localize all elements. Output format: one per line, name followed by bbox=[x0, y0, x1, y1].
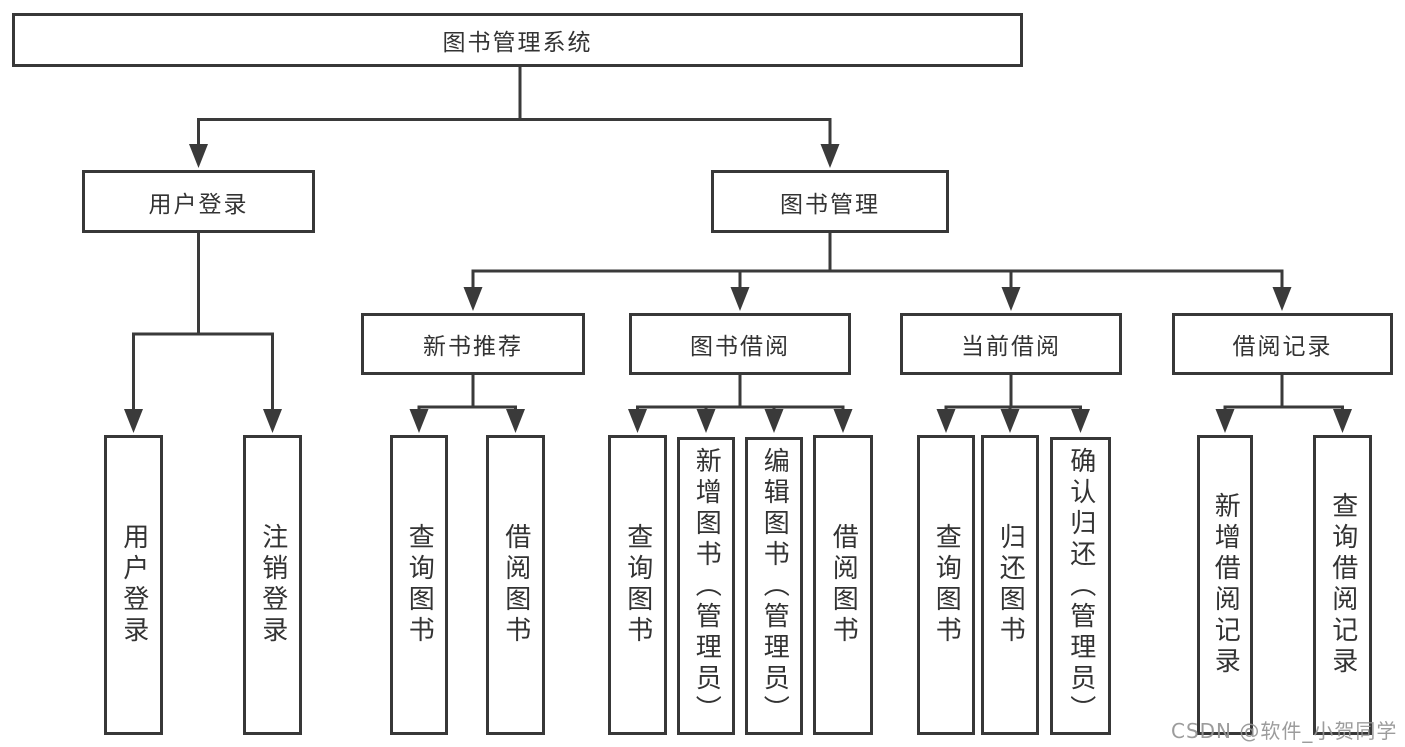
leaf-cb-confirm-return-admin-label: 确认归还（管理员） bbox=[1065, 446, 1096, 726]
node-current-borrow-label: 当前借阅 bbox=[961, 334, 1061, 360]
leaf-bb-query-books-label: 查询图书 bbox=[622, 523, 653, 647]
leaf-bb-edit-books-admin: 编辑图书（管理员） bbox=[745, 437, 803, 735]
leaf-br-add-record-label: 新增借阅记录 bbox=[1210, 492, 1241, 678]
connector-root-to-level2 bbox=[189, 66, 840, 168]
csdn-watermark: CSDN @软件_小贺同学 bbox=[1171, 719, 1398, 743]
leaf-br-query-record: 查询借阅记录 bbox=[1313, 435, 1372, 735]
leaf-logout: 注销登录 bbox=[243, 435, 302, 735]
node-current-borrow: 当前借阅 bbox=[900, 313, 1122, 375]
connector-user-login-to-leaves bbox=[124, 233, 282, 433]
node-new-book-recommend-label: 新书推荐 bbox=[423, 334, 523, 360]
connector-current-borrow-to-leaves bbox=[936, 375, 1090, 433]
node-new-book-recommend: 新书推荐 bbox=[361, 313, 585, 375]
leaf-nbr-borrow-books: 借阅图书 bbox=[486, 435, 545, 735]
node-root-label: 图书管理系统 bbox=[442, 30, 593, 56]
leaf-logout-label: 注销登录 bbox=[257, 523, 288, 647]
leaf-bb-borrow-books: 借阅图书 bbox=[813, 435, 873, 735]
node-borrow-records: 借阅记录 bbox=[1172, 313, 1393, 375]
leaf-cb-return-books: 归还图书 bbox=[981, 435, 1039, 735]
leaf-nbr-borrow-books-label: 借阅图书 bbox=[500, 523, 531, 647]
leaf-bb-add-books-admin-label: 新增图书（管理员） bbox=[691, 446, 722, 726]
leaf-cb-return-books-label: 归还图书 bbox=[995, 523, 1026, 647]
leaf-bb-edit-books-admin-label: 编辑图书（管理员） bbox=[759, 446, 790, 726]
node-borrow-records-label: 借阅记录 bbox=[1232, 334, 1333, 360]
connector-book-borrow-to-leaves bbox=[628, 375, 853, 433]
leaf-bb-add-books-admin: 新增图书（管理员） bbox=[677, 437, 735, 735]
leaf-cb-query-books-label: 查询图书 bbox=[931, 523, 962, 647]
node-root: 图书管理系统 bbox=[12, 13, 1023, 67]
node-user-login-label: 用户登录 bbox=[148, 191, 249, 218]
leaf-bb-borrow-books-label: 借阅图书 bbox=[828, 523, 859, 647]
leaf-user-login: 用户登录 bbox=[104, 435, 163, 735]
connector-new-book-recommend-to-leaves bbox=[409, 375, 525, 433]
connector-borrow-records-to-leaves bbox=[1215, 375, 1352, 433]
leaf-nbr-query-books: 查询图书 bbox=[390, 435, 448, 735]
leaf-br-add-record: 新增借阅记录 bbox=[1197, 435, 1253, 735]
leaf-bb-query-books: 查询图书 bbox=[608, 435, 667, 735]
leaf-br-query-record-label: 查询借阅记录 bbox=[1327, 492, 1358, 678]
node-book-borrow-label: 图书借阅 bbox=[690, 334, 790, 360]
node-book-management: 图书管理 bbox=[711, 170, 949, 233]
leaf-cb-query-books: 查询图书 bbox=[917, 435, 975, 735]
node-book-management-label: 图书管理 bbox=[780, 191, 880, 218]
leaf-nbr-query-books-label: 查询图书 bbox=[404, 523, 435, 647]
connector-book-management-to-level3 bbox=[463, 233, 1292, 311]
node-user-login: 用户登录 bbox=[82, 170, 315, 233]
leaf-cb-confirm-return-admin: 确认归还（管理员） bbox=[1050, 437, 1111, 735]
node-book-borrow: 图书借阅 bbox=[629, 313, 851, 375]
leaf-user-login-label: 用户登录 bbox=[118, 523, 149, 647]
